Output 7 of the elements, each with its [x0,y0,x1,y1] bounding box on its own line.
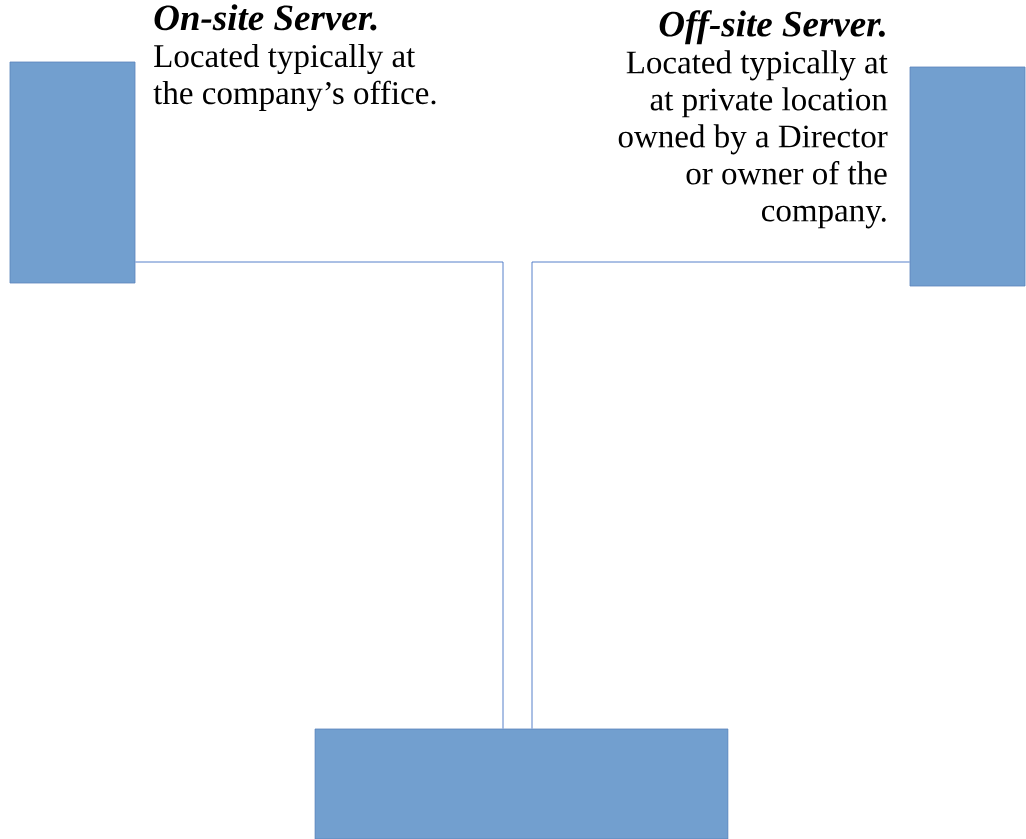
server-box [314,728,729,839]
connector-line [531,261,911,730]
connector-line [134,261,504,730]
description: Located typically at at private location owned by a Director or owner of the company. [618,50,888,229]
heading: Off-site Server. [659,10,885,45]
description: Located typically at the company’s office. [153,44,436,111]
heading: On-site Server. [154,4,377,31]
